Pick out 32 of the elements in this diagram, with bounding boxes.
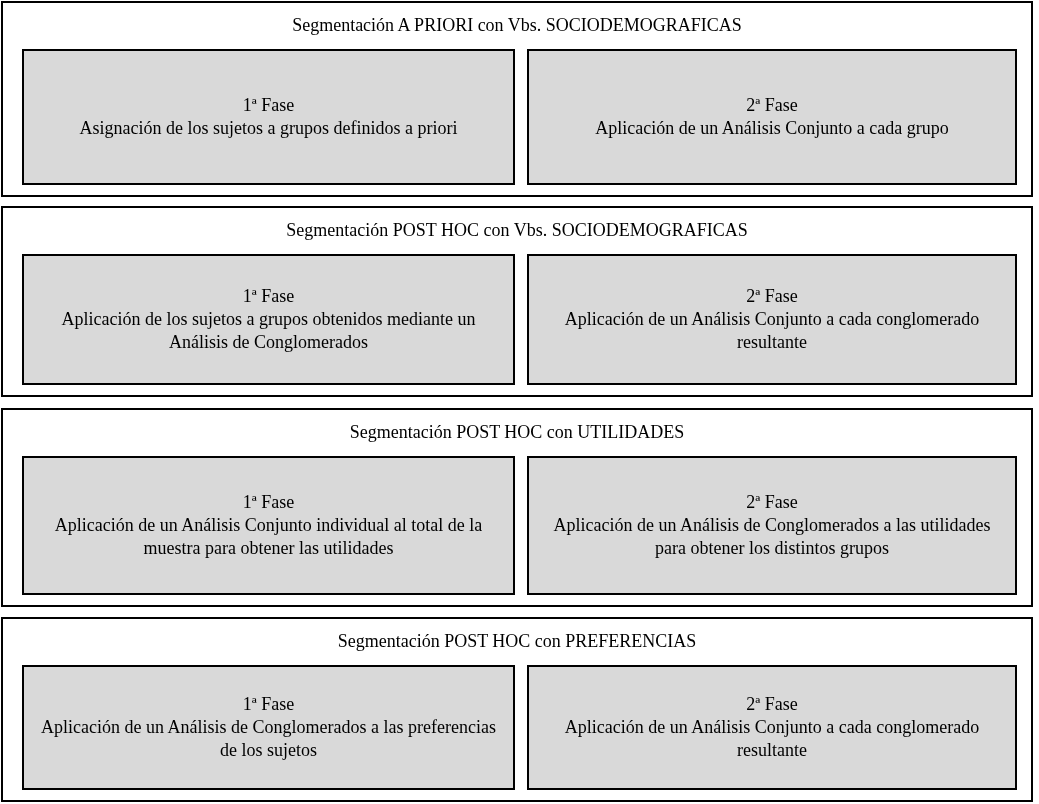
phase-box: [22, 254, 515, 385]
phase-description: Aplicación de un Análisis Conjunto a cada conglomerado resultante: [563, 716, 981, 762]
phase-title: 2ª Fase: [746, 94, 798, 117]
phase-box: [527, 254, 1017, 385]
segmentation-panel: [1, 206, 1033, 397]
panel-heading: Segmentación POST HOC con PREFERENCIAS: [336, 631, 698, 652]
phase-title: 1ª Fase: [242, 491, 295, 514]
phase-box: [527, 456, 1017, 595]
phase-description: Aplicación de un Análisis de Conglomerados a las utilidades para obtener los distintos grupos: [552, 514, 992, 560]
phase-description: Aplicación de los sujetos a grupos obtenidos mediante un Análisis de Conglomerados: [60, 308, 477, 354]
phase-title: 2ª Fase: [746, 693, 798, 716]
phase-description: Asignación de los sujetos a grupos definidos a priori: [79, 117, 458, 140]
segmentation-panel: [1, 408, 1033, 607]
phase-description: Aplicación de un Análisis Conjunto individual al total de la muestra para obtener las utilidades: [53, 514, 484, 560]
phase-description: Aplicación de un Análisis de Conglomerados a las preferencias de los sujetos: [40, 716, 497, 762]
phase-title: 1ª Fase: [242, 285, 295, 308]
phase-title: 1ª Fase: [242, 693, 295, 716]
phase-description: Aplicación de un Análisis Conjunto a cada conglomerado resultante: [563, 308, 981, 354]
segmentation-panel: [1, 617, 1033, 802]
phase-box: [527, 49, 1017, 185]
phase-box: [22, 665, 515, 790]
segmentation-panel: [1, 1, 1033, 197]
panel-heading: Segmentación POST HOC con Vbs. SOCIODEMOGRAFICAS: [285, 220, 749, 241]
panel-heading: Segmentación A PRIORI con Vbs. SOCIODEMOGRAFICAS: [291, 15, 743, 36]
phase-box: [527, 665, 1017, 790]
phase-box: [22, 49, 515, 185]
phase-title: 1ª Fase: [242, 94, 295, 117]
phase-box: [22, 456, 515, 595]
panel-heading: Segmentación POST HOC con UTILIDADES: [348, 422, 686, 443]
phase-description: Aplicación de un Análisis Conjunto a cada grupo: [595, 117, 949, 140]
phase-title: 2ª Fase: [746, 285, 798, 308]
phase-title: 2ª Fase: [746, 491, 798, 514]
